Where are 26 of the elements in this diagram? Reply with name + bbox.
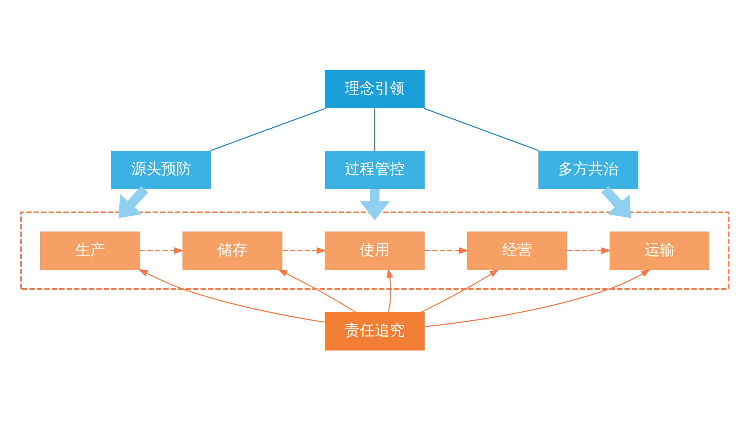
arrow <box>421 269 500 313</box>
node-box: 多方共治 <box>538 151 638 190</box>
arrow <box>282 248 326 254</box>
connector <box>374 108 376 151</box>
node-box: 责任追究 <box>325 312 425 351</box>
node-box: 生产 <box>40 232 140 270</box>
arrow <box>278 269 356 313</box>
arrow <box>386 268 394 313</box>
arrow <box>140 248 184 254</box>
arrow <box>118 186 148 218</box>
arrow <box>360 189 390 220</box>
connector <box>424 108 540 152</box>
node-box: 源头预防 <box>112 151 212 190</box>
node-box: 使用 <box>325 232 425 270</box>
node-box: 过程管控 <box>325 151 425 190</box>
node-box: 经营 <box>467 232 568 270</box>
node-box: 运输 <box>610 232 710 270</box>
node-box: 理念引领 <box>325 70 425 108</box>
arrow <box>425 269 651 328</box>
arrow <box>138 269 325 323</box>
cluster <box>20 212 730 290</box>
arrow <box>567 248 612 254</box>
connector <box>210 108 326 152</box>
arrow <box>602 186 632 218</box>
arrow <box>425 248 469 254</box>
node-box: 储存 <box>182 232 283 270</box>
